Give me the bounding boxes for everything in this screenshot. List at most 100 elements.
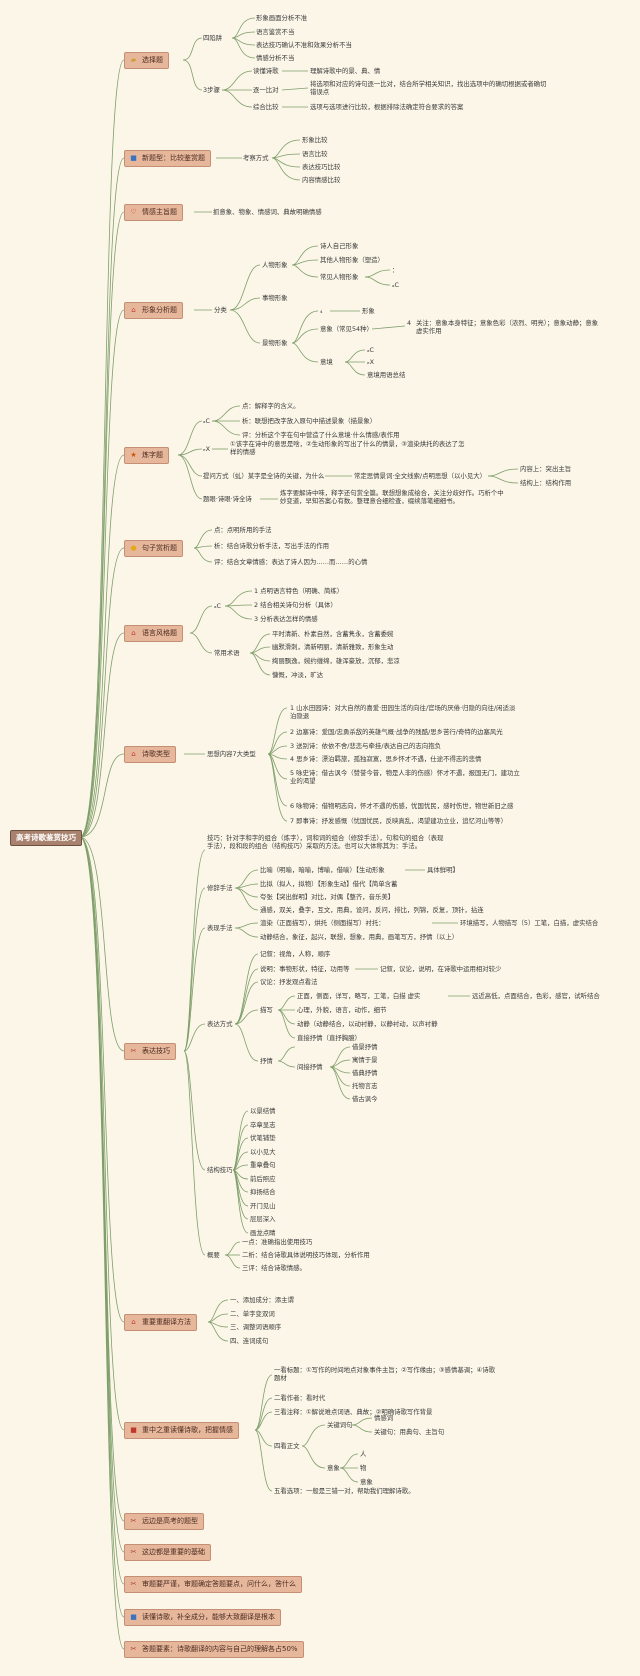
- node-text: 四看正文: [274, 1442, 300, 1450]
- node-text: 关注：意象本身特征；意象色彩（浓烈、明亮）；意象动静；意象虚实作用: [416, 319, 599, 336]
- node-text: ：: [392, 266, 399, 274]
- node-text: 评：结合文章情感：表达了诗人因为……而……的心情: [214, 558, 368, 566]
- tools-icon: ✂: [130, 1580, 137, 1588]
- node-text: 说明：事物形状，特征，功用等: [260, 965, 350, 973]
- branch-exam-types[interactable]: ✂ 远边是高考的题型: [124, 1513, 204, 1530]
- node-text: 以小见大: [250, 1148, 276, 1156]
- branch-label: 这边都是重要的基础: [142, 1548, 205, 1556]
- root-node[interactable]: 高考诗歌鉴赏技巧: [10, 830, 82, 846]
- node-text: 情感词: [374, 1414, 394, 1422]
- node-text: 技巧：针对字和字的组合（炼字），词和词的组合（修辞手法），句和句的组合（表现手法…: [207, 834, 444, 851]
- branch-label: 远边是高考的题型: [142, 1517, 198, 1525]
- node-text: 直接抒情（直抒胸臆）: [297, 1034, 361, 1042]
- tools-icon: ✂: [130, 1517, 137, 1525]
- heart-icon: ♡: [130, 208, 137, 216]
- tools-icon: ✂: [130, 1548, 137, 1556]
- branch-choice-questions[interactable]: ▰选择题: [124, 52, 169, 69]
- node-text: 内容情感比较: [302, 176, 341, 184]
- node-text: 卒章显志: [250, 1121, 276, 1129]
- node-text: 心理，外貌，语言，动作，细节: [297, 1006, 387, 1014]
- node-text: 人: [360, 1450, 367, 1458]
- node-text: 一点：准确指出使用技巧: [242, 1238, 313, 1246]
- branch-poem-types[interactable]: ⌂诗歌类型: [124, 746, 176, 763]
- node-text: 抓意象、物象、情感词、典故明确情感: [213, 208, 322, 216]
- branch-expression-skills[interactable]: ✂表达技巧: [124, 1043, 176, 1060]
- branch-comparison[interactable]: ■新题型：比较鉴赏题: [124, 150, 211, 167]
- node-text: 常用术语: [214, 649, 240, 657]
- node-text: 语言比较: [302, 150, 328, 158]
- branch-answer-elements[interactable]: ✂答题要素：诗歌翻译的内容与自己的理解各占50%: [124, 1641, 304, 1658]
- node-text: ₑX: [203, 445, 211, 453]
- node-text: ₄: [320, 307, 323, 315]
- branch-label: 语言风格题: [142, 629, 177, 637]
- node-text: 意象: [327, 1464, 340, 1472]
- node-text: 动静结合，象征，起兴，联想，想象，用典，画笔写方，抒情（以上）: [260, 933, 459, 941]
- star-icon: ★: [130, 451, 137, 459]
- node-text: 具体鲜明】: [427, 866, 459, 874]
- node-text: 内容上：突出主旨: [520, 465, 572, 473]
- branch-read-poems[interactable]: ■重中之重读懂诗歌，把握情感: [124, 1422, 239, 1439]
- branch-label: 读懂诗歌，补全成分，能够大致翻译是根本: [142, 1613, 275, 1621]
- node-text: 三评：结合诗歌情感。: [242, 1264, 306, 1272]
- node-text: 考察方式: [243, 154, 269, 162]
- node-text: 析：联想把改字放入原句中描述景象（描景象）: [242, 417, 377, 425]
- node-text: 理解诗歌中的景、典、情: [310, 67, 381, 75]
- branch-label: 炼字题: [142, 451, 163, 459]
- node-text: ₑX: [367, 358, 375, 366]
- node-text: 意境: [320, 358, 333, 366]
- node-text: 意象（常见54种）: [320, 325, 373, 333]
- node-text: 选项与选项进行比较，根据排除法确定符合要求的答案: [310, 103, 464, 111]
- node-text: 事物形象: [262, 294, 288, 302]
- node-text: 二析：结合诗歌具体说明技巧体现，分析作用: [242, 1251, 370, 1259]
- node-text: 平时清新、朴素自然，含蓄隽永，含蓄委婉: [272, 630, 394, 638]
- node-text: 以景结情: [250, 1107, 276, 1115]
- node-text: 一、添加成分：添主谓: [230, 1296, 294, 1304]
- node-text: 点：点明所用的手法: [214, 526, 272, 534]
- node-text: 综合比较: [253, 103, 279, 111]
- node-text: 形象比较: [302, 136, 328, 144]
- node-text: 形象画面分析不准: [256, 14, 308, 22]
- node-text: 借景抒情: [352, 1043, 378, 1051]
- node-text: 3 分析表达怎样的情感: [254, 615, 318, 623]
- branch-label: 审题要严谨，审题确定答题要点，问什么，答什么: [142, 1580, 296, 1588]
- node-text: 分类: [214, 306, 227, 314]
- branch-sentence-appreciation[interactable]: ●句子赏析题: [124, 540, 183, 557]
- node-text: 间接抒情: [297, 1063, 323, 1071]
- branch-label: 答题要素：诗歌翻译的内容与自己的理解各占50%: [142, 1645, 298, 1653]
- node-text: 表达技巧比较: [302, 163, 341, 171]
- branch-understanding[interactable]: ■ 读懂诗歌，补全成分，能够大致翻译是根本: [124, 1609, 281, 1626]
- branch-label: 重中之重读懂诗歌，把握情感: [142, 1426, 233, 1434]
- branch-basics[interactable]: ✂ 这边都是重要的基础: [124, 1544, 211, 1561]
- branch-image-analysis[interactable]: ⌂形象分析题: [124, 302, 183, 319]
- branch-language-style[interactable]: ⌂ 语言风格题: [124, 625, 183, 642]
- node-text: 抑扬结合: [250, 1188, 276, 1196]
- branch-emotion-theme[interactable]: ♡ 情感主旨题: [124, 204, 183, 221]
- branch-careful-reading[interactable]: ✂ 审题要严谨，审题确定答题要点，问什么，答什么: [124, 1576, 302, 1593]
- blue-square-icon: ■: [130, 1613, 137, 1621]
- node-text: 其他人物形象（塑造）: [320, 256, 384, 264]
- node-text: 四、连词成句: [230, 1337, 269, 1345]
- node-text: 常定思情景词·全文线索/点明思想（以小见大）: [354, 472, 486, 480]
- node-text: ₐC: [203, 417, 210, 425]
- node-text: 三、调整词语顺序: [230, 1323, 282, 1331]
- node-text: 意境用语总结: [367, 371, 406, 379]
- branch-label: 情感主旨题: [142, 208, 177, 216]
- node-text: 关键词句: [327, 1421, 353, 1429]
- node-text: 修辞手法: [207, 884, 233, 892]
- node-text: 三看注释：①解说难点词语、典故；②明确诗歌写作背景: [274, 1408, 433, 1416]
- branch-word-refining[interactable]: ★ 炼字题: [124, 447, 169, 464]
- node-text: 概要: [207, 1251, 220, 1259]
- node-text: 四陷阱: [203, 34, 223, 42]
- node-text: 议论：抒发观点看法: [260, 978, 318, 986]
- tools-icon: ✂: [130, 1047, 137, 1055]
- node-text: 2 结合相关诗句分析（具体）: [254, 601, 337, 609]
- bulb-icon: ●: [130, 544, 137, 552]
- node-text: 读懂诗歌: [253, 67, 279, 75]
- node-text: ₐC: [214, 602, 221, 610]
- home-icon: ⌂: [131, 629, 136, 637]
- node-text: 常见人物形象: [320, 273, 359, 281]
- node-text: 结构上：结构作用: [520, 479, 572, 487]
- branch-translation-method[interactable]: ⌂重要重翻译方法: [124, 1314, 197, 1331]
- node-text: 3步骤: [203, 86, 220, 94]
